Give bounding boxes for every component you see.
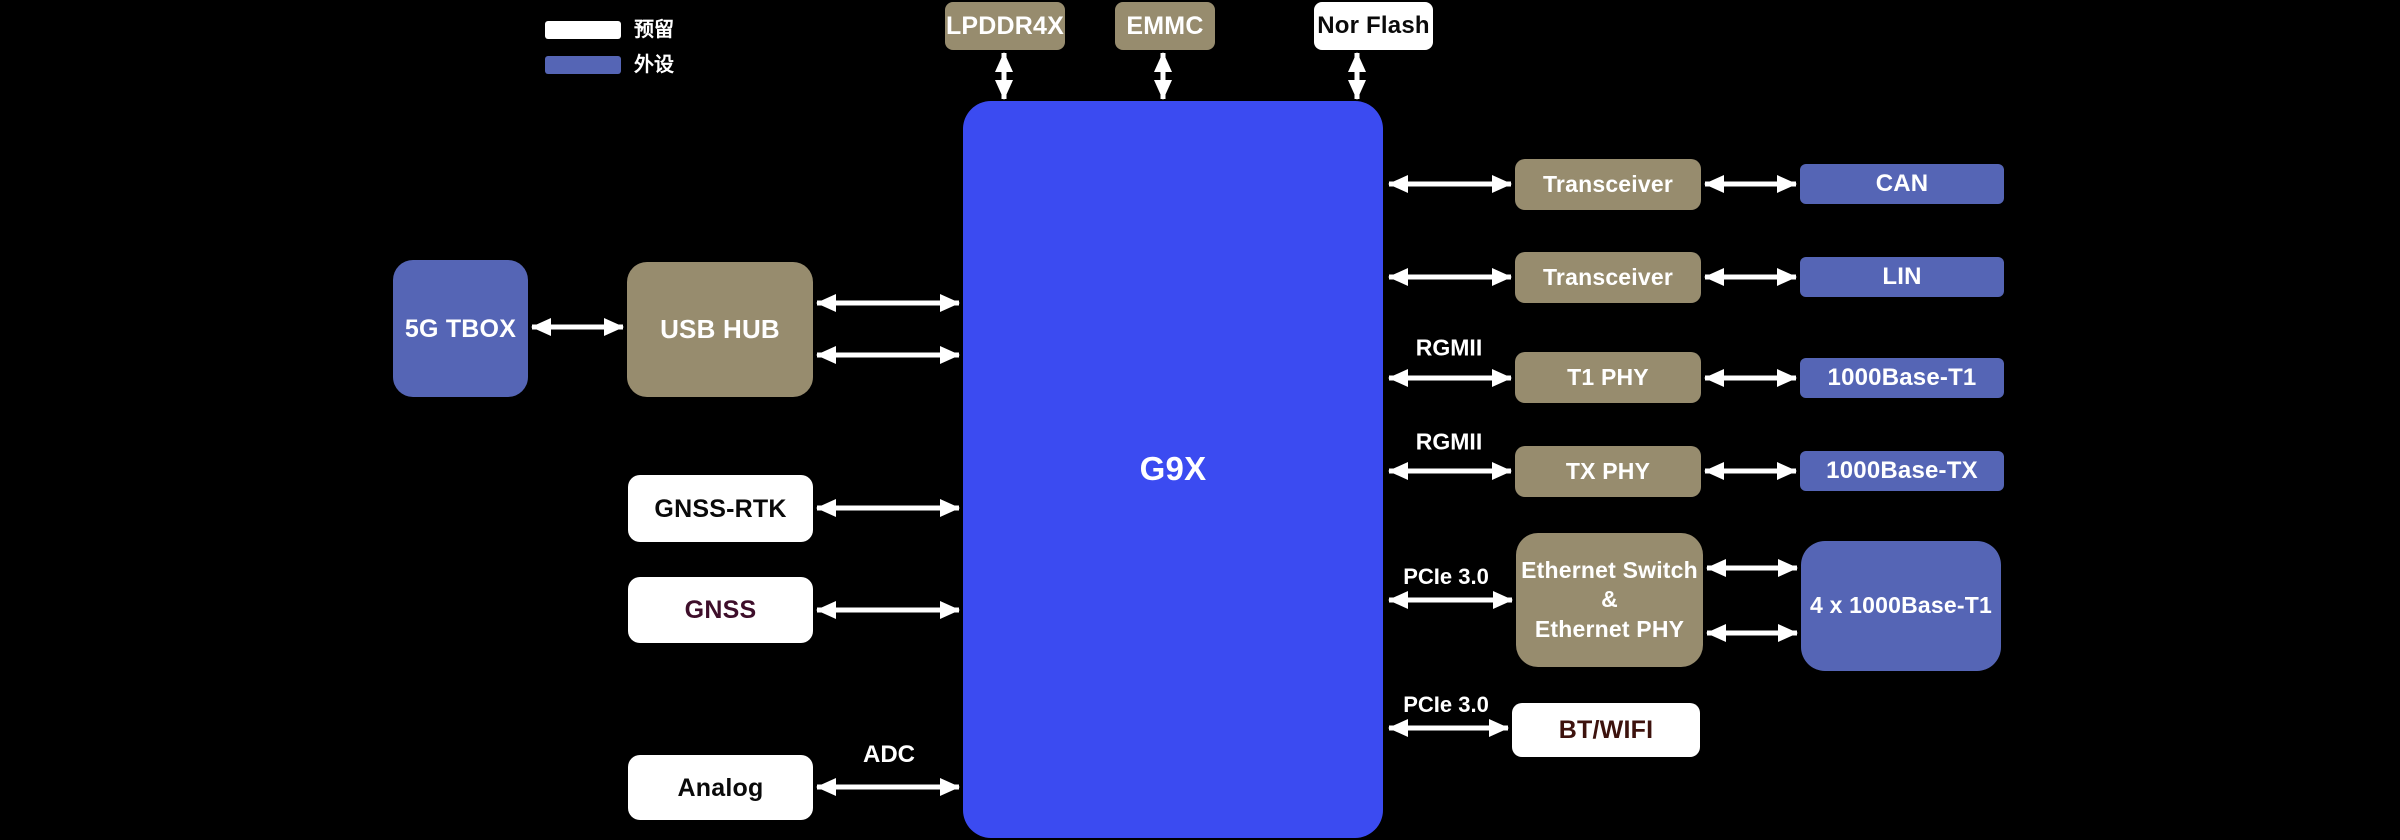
legend-item-reserved: 预留 <box>545 20 674 40</box>
block-t1-phy: T1 PHY <box>1515 352 1701 403</box>
block-1000base-t1: 1000Base-T1 <box>1800 358 2004 398</box>
block-bt-wifi: BT/WIFI <box>1512 703 1700 757</box>
legend: 预留 外设 <box>545 20 674 75</box>
rgmii-1-label: RGMII <box>1415 334 1483 361</box>
pcie30-1-label: PCIe 3.0 <box>1403 564 1489 589</box>
block-ethernet-switch-phy: Ethernet Switch & Ethernet PHY <box>1516 533 1703 667</box>
peripheral-label: 外设 <box>634 54 674 76</box>
block-4x-1000base-t1: 4 x 1000Base-T1 <box>1801 541 2001 671</box>
rgmii-2-label: RGMII <box>1415 428 1483 455</box>
adc-label: ADC <box>863 741 915 768</box>
block-gnss-rtk: GNSS-RTK <box>628 475 813 542</box>
legend-item-peripheral: 外设 <box>545 55 674 75</box>
block-lin: LIN <box>1800 257 2004 297</box>
block-usb-hub: USB HUB <box>627 262 813 397</box>
pcie30-2-label: PCIe 3.0 <box>1403 692 1489 717</box>
block-lpddr4x: LPDDR4X <box>945 2 1065 50</box>
block-can: CAN <box>1800 164 2004 204</box>
block-soc-g9x: G9X <box>963 101 1383 838</box>
block-analog: Analog <box>628 755 813 820</box>
block-nor-flash: Nor Flash <box>1314 2 1433 50</box>
block-tx-phy: TX PHY <box>1515 446 1701 497</box>
block-transceiver-can: Transceiver <box>1515 159 1701 210</box>
block-5g-tbox: 5G TBOX <box>393 260 528 397</box>
reserved-label: 预留 <box>634 19 674 41</box>
block-transceiver-lin: Transceiver <box>1515 252 1701 303</box>
reserved-swatch-icon <box>545 21 621 39</box>
peripheral-swatch-icon <box>545 56 621 74</box>
block-gnss: GNSS <box>628 577 813 643</box>
block-1000base-tx: 1000Base-TX <box>1800 451 2004 491</box>
block-emmc: EMMC <box>1115 2 1215 50</box>
